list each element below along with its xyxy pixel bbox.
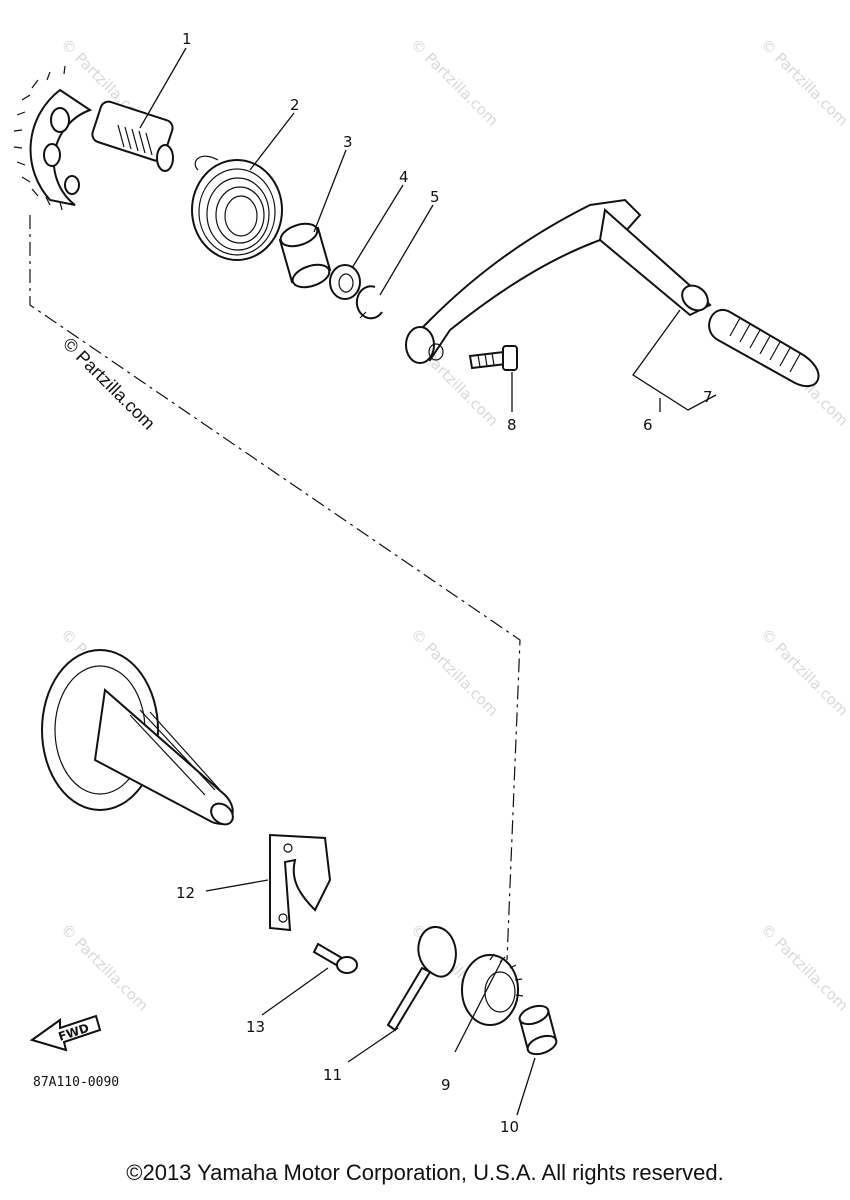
watermark-text: © Partzilla.com — [57, 920, 152, 1015]
callout-7: 7 — [703, 388, 713, 406]
part-guide-plate[interactable] — [269, 833, 332, 932]
watermark-text: © Partzilla.com — [407, 625, 502, 720]
callout-3: 3 — [343, 133, 353, 151]
part-kick-crank[interactable] — [405, 198, 713, 364]
fwd-label: FWD — [57, 1021, 91, 1044]
callout-5: 5 — [430, 188, 440, 206]
watermark-text: © Partzilla.com — [757, 920, 850, 1015]
part-pinch-bolt[interactable] — [468, 345, 518, 371]
part-pinion-bush[interactable] — [517, 1002, 559, 1057]
part-collar[interactable] — [278, 220, 332, 292]
callout-1: 1 — [182, 30, 192, 48]
watermark-text: © Partzilla.com — [757, 625, 850, 720]
part-washer[interactable] — [329, 264, 361, 300]
callout-2: 2 — [290, 96, 300, 114]
part-kick-axle[interactable] — [13, 65, 175, 211]
callout-labels: 1 2 3 4 5 6 7 8 9 10 11 12 13 — [176, 30, 713, 1136]
callout-13: 13 — [246, 1018, 265, 1036]
callout-4: 4 — [399, 168, 409, 186]
copyright-notice: ©2013 Yamaha Motor Corporation, U.S.A. A… — [126, 1160, 724, 1185]
part-spring-clip[interactable] — [386, 926, 457, 1032]
part-kick-pinion[interactable] — [461, 953, 524, 1026]
callout-6: 6 — [643, 416, 653, 434]
callout-11: 11 — [323, 1066, 342, 1084]
callout-9: 9 — [441, 1076, 451, 1094]
leader-lines — [139, 47, 717, 1116]
callout-10: 10 — [500, 1118, 519, 1136]
part-kick-shaft-drive — [41, 649, 234, 826]
part-circlip[interactable] — [355, 285, 383, 320]
part-grip[interactable] — [708, 308, 820, 388]
watermark-text: © Partzilla.com — [407, 35, 502, 130]
watermark-layer: © Partzilla.com © Partzilla.com © Partzi… — [57, 35, 850, 1015]
watermark-text: © Partzilla.com — [757, 35, 850, 130]
callout-12: 12 — [176, 884, 195, 902]
assembly-dash-line — [29, 215, 521, 961]
forward-arrow-icon: FWD — [29, 1014, 102, 1052]
callout-8: 8 — [507, 416, 517, 434]
part-torsion-spring[interactable] — [191, 155, 283, 261]
diagram-code: 87A110-0090 — [33, 1075, 119, 1090]
part-screw[interactable] — [312, 942, 358, 974]
